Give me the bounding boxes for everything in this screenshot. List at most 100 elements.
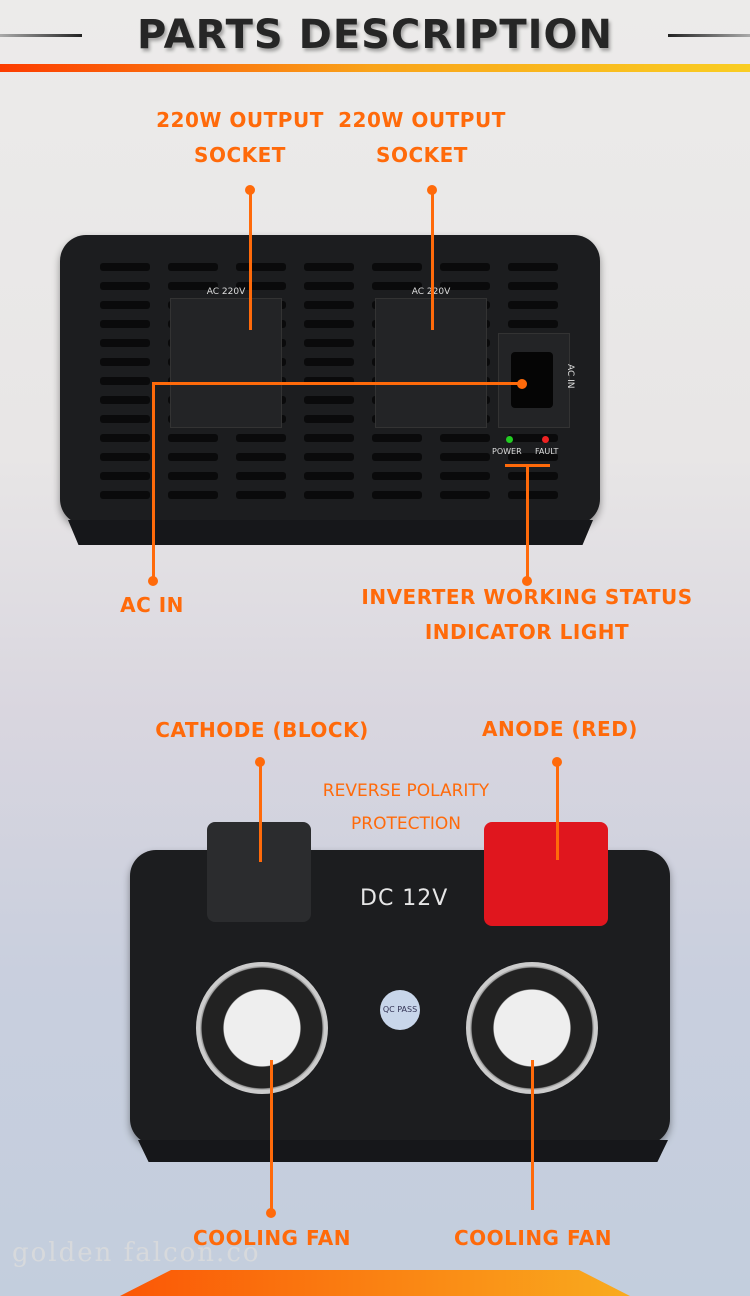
vent-slot	[236, 453, 286, 461]
vent-slot	[304, 301, 354, 309]
vent-slot	[168, 263, 218, 271]
vent-slot	[372, 282, 422, 290]
leader-line	[431, 190, 434, 330]
reverse-polarity-label: REVERSE POLARITY	[322, 781, 490, 801]
leader-dot	[148, 576, 158, 586]
vent-slot	[236, 282, 286, 290]
vent-slot	[304, 377, 354, 385]
leader-line	[270, 1060, 273, 1213]
vent-slot	[236, 491, 286, 499]
vent-slot	[168, 472, 218, 480]
power-led-icon	[506, 436, 513, 443]
cooling-fan-2-label: COOLING FAN	[453, 1226, 613, 1250]
status-light-label-2: INDICATOR LIGHT	[424, 620, 630, 644]
vent-slot	[440, 491, 490, 499]
qc-sticker: QC PASS	[380, 990, 420, 1030]
leader-line	[531, 1060, 534, 1210]
ac-in-text: AC IN	[565, 364, 575, 389]
output-socket-1-label: 220W OUTPUT	[156, 108, 324, 132]
vent-slot	[372, 263, 422, 271]
vent-slot	[304, 491, 354, 499]
leader-dot	[266, 1208, 276, 1218]
vent-slot	[304, 434, 354, 442]
vent-slot	[100, 453, 150, 461]
footer-banner	[120, 1270, 630, 1296]
vent-slot	[100, 339, 150, 347]
leader-line	[259, 762, 262, 862]
vent-slot	[508, 434, 558, 442]
status-light-label: INVERTER WORKING STATUS	[361, 585, 693, 609]
vent-slot	[100, 358, 150, 366]
power-text: POWER	[492, 447, 522, 456]
vent-slot	[100, 301, 150, 309]
voltage-text: DC 12V	[360, 886, 449, 911]
vent-slot	[168, 434, 218, 442]
vent-slot	[168, 453, 218, 461]
vent-slot	[372, 491, 422, 499]
fault-text: FAULT	[535, 447, 559, 456]
vent-slot	[508, 301, 558, 309]
leader-line	[526, 464, 529, 580]
vent-slot	[304, 263, 354, 271]
vent-slot	[372, 453, 422, 461]
vent-slot	[304, 396, 354, 404]
vent-slot	[100, 434, 150, 442]
leader-dot	[522, 576, 532, 586]
vent-slot	[168, 491, 218, 499]
output-socket-2-label: 220W OUTPUT	[338, 108, 506, 132]
vent-slot	[100, 377, 150, 385]
vent-slot	[100, 263, 150, 271]
vent-slot	[304, 339, 354, 347]
vent-slot	[100, 415, 150, 423]
vent-slot	[508, 263, 558, 271]
ac-in-port: AC IN	[498, 333, 575, 428]
vent-slot	[508, 491, 558, 499]
gradient-bar	[0, 64, 750, 72]
socket-2-text: AC 220V	[411, 287, 451, 297]
vent-slot	[508, 282, 558, 290]
ac-in-label: AC IN	[120, 593, 184, 617]
output-socket-1: AC 220V	[170, 287, 282, 428]
vent-slot	[100, 491, 150, 499]
mounting-base	[68, 520, 593, 545]
vent-slot	[100, 472, 150, 480]
cooling-fan-1	[196, 962, 328, 1094]
vent-slot	[304, 415, 354, 423]
mounting-base	[138, 1140, 668, 1162]
watermark: golden falcon.co	[12, 1238, 261, 1268]
cathode-label: CATHODE (BLOCK)	[155, 718, 369, 742]
vent-slot	[100, 320, 150, 328]
reverse-polarity-label-2: PROTECTION	[351, 814, 461, 834]
vent-slot	[168, 282, 218, 290]
output-socket-2-label-2: SOCKET	[376, 143, 468, 167]
leader-line	[249, 190, 252, 330]
vent-slot	[440, 453, 490, 461]
vent-slot	[508, 472, 558, 480]
header-rule-left	[0, 34, 82, 37]
vent-slot	[304, 453, 354, 461]
header-rule-right	[668, 34, 750, 37]
vent-slot	[372, 434, 422, 442]
anode-label: ANODE (RED)	[482, 717, 638, 741]
leader-line	[556, 762, 559, 860]
vent-slot	[304, 282, 354, 290]
vent-slot	[100, 396, 150, 404]
leader-dot	[517, 379, 527, 389]
vent-slot	[440, 263, 490, 271]
vent-slot	[236, 472, 286, 480]
vent-slot	[508, 320, 558, 328]
cooling-fan-1-label: COOLING FAN	[192, 1226, 352, 1250]
vent-slot	[440, 472, 490, 480]
leader-line	[152, 382, 155, 580]
vent-slot	[372, 472, 422, 480]
vent-slot	[440, 434, 490, 442]
vent-slot	[440, 282, 490, 290]
vent-slot	[236, 263, 286, 271]
fault-led-icon	[542, 436, 549, 443]
vent-slot	[236, 434, 286, 442]
vent-slot	[304, 472, 354, 480]
vent-slot	[304, 320, 354, 328]
socket-1-text: AC 220V	[206, 287, 246, 297]
leader-line	[152, 382, 522, 385]
page-title: PARTS DESCRIPTION	[137, 12, 613, 58]
